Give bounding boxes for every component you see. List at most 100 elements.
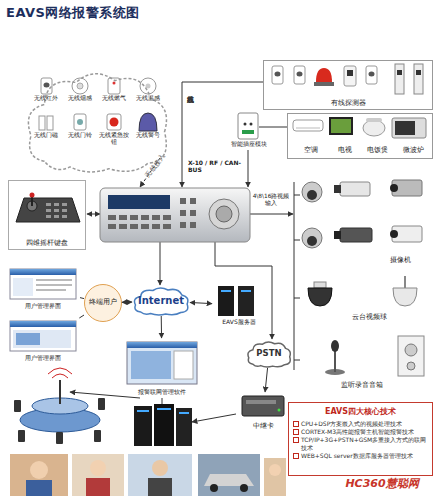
- smart-outlet: [244, 123, 247, 126]
- wireless-icons: [41, 78, 52, 94]
- alarm-host: [119, 224, 127, 229]
- keyboard: [30, 193, 35, 198]
- connector: [122, 302, 132, 303]
- check-box: [293, 453, 299, 459]
- core-item: TCP/IP+3G+PSTN+GSM多重接入方式的联网技术: [293, 436, 428, 450]
- device-label: 云台视频球: [338, 314, 400, 321]
- ui-screen-box: 用户管理界面: [6, 318, 80, 364]
- ptz-domes: [314, 282, 326, 288]
- wired-detectors: [272, 66, 283, 84]
- trunk-card-device: [242, 396, 284, 416]
- wired-detectors: [272, 64, 423, 94]
- trunk-card-device: [246, 400, 276, 404]
- mobile-tower: [14, 398, 105, 444]
- photo-strip: [72, 454, 124, 496]
- cameras: [307, 190, 317, 200]
- photo-strip: [152, 460, 168, 476]
- cameras: [390, 184, 398, 192]
- audio-devices: [407, 362, 415, 370]
- alarm-host: [100, 188, 250, 242]
- keyboard: [54, 209, 59, 212]
- node-text: 无线温感: [131, 95, 165, 102]
- appliances: [329, 117, 353, 135]
- wireless-icons: [74, 114, 86, 130]
- smart-outlet: [238, 113, 258, 139]
- ptz-domes: [404, 276, 406, 288]
- core-heading: EAVS四大核心技术: [293, 406, 428, 417]
- wired-detectors: [275, 72, 281, 77]
- user-ui-screens: [36, 284, 72, 286]
- pstn-cloud: PSTN: [246, 340, 292, 368]
- device-label: 智能插座模块: [223, 141, 275, 148]
- photo-strip: [264, 458, 286, 496]
- photo-strip: [86, 478, 110, 496]
- wireless-icons: [110, 118, 119, 127]
- node-text: 无线警号: [131, 132, 165, 139]
- detector-box: 有线探测器: [263, 60, 433, 110]
- wireless-icons: [77, 119, 83, 125]
- keyboard: [16, 198, 80, 222]
- alarm-host: [190, 198, 196, 204]
- keyboard: [54, 203, 59, 206]
- core-item-text: CPU+DSP方案嵌入式的视频处理技术: [301, 420, 402, 427]
- wireless-icons: [47, 116, 53, 130]
- trunk-card-box: 中继卡: [236, 392, 290, 432]
- software-screen: [127, 342, 197, 384]
- wireless-icons: [77, 83, 83, 89]
- appliances: [366, 118, 382, 122]
- device-label: 监听录音音箱: [326, 382, 398, 389]
- wired-detectors: [414, 64, 423, 94]
- wireless-icons: [139, 113, 157, 131]
- appliances: [392, 118, 426, 138]
- keyboard: [46, 203, 51, 206]
- node-text: 微波炉: [396, 147, 430, 154]
- wired-detectors: [297, 72, 303, 77]
- keyboard: [62, 203, 67, 206]
- user-ui-screens: [36, 289, 66, 291]
- alarm-host: [152, 215, 160, 220]
- wireless-icons: [72, 78, 88, 94]
- access-label: 无线接入: [141, 148, 172, 184]
- alarm-host: [163, 215, 171, 220]
- alarm-host: [108, 195, 170, 209]
- node-text: 有线探测器: [331, 99, 366, 107]
- photo-strip: [210, 484, 218, 492]
- wired-detectors: [347, 70, 353, 76]
- wire-lines: [294, 240, 300, 241]
- audio-devices: [331, 340, 339, 352]
- photo-strip: [198, 454, 260, 496]
- node-text: 中继卡: [253, 423, 274, 430]
- user-ui-screens: [10, 269, 76, 275]
- mobile-tower: [56, 432, 63, 444]
- appliance-box: 空调电视电饭煲微波炉: [287, 113, 433, 159]
- node-text: 无线紧急按钮: [97, 132, 131, 146]
- internet-cloud: Internet: [132, 286, 190, 316]
- end-user-circle: 终端用户: [84, 284, 122, 322]
- software-box: 报警联网管理软件: [122, 338, 202, 398]
- mobile-tower: [14, 368, 105, 444]
- server-tower: [238, 286, 254, 316]
- keyboard: [54, 215, 59, 218]
- alarm-host: [130, 224, 138, 229]
- alarm-host: [130, 215, 138, 220]
- alarm-host: [180, 210, 186, 216]
- wireless-cloud: 无线红外无线烟感无线燃气无线温感无线门磁无线门铃无线紧急按钮无线警号: [22, 66, 172, 176]
- node-text: 报警联网管理软件: [138, 389, 186, 396]
- keyboard: [46, 209, 51, 212]
- ptz-domes: [393, 288, 417, 306]
- wired-detectors: [366, 66, 377, 84]
- check-box: [293, 421, 299, 427]
- ptz-domes: [308, 276, 417, 306]
- wire-lines: [250, 214, 293, 215]
- cameras: [302, 180, 422, 248]
- alarm-host: [209, 199, 239, 229]
- alarm-host: [141, 224, 149, 229]
- connector: [265, 368, 267, 392]
- node-text: 无线红外: [29, 95, 63, 102]
- wire-lines: [215, 242, 272, 339]
- check-box: [293, 437, 299, 443]
- smart-outlet: [238, 113, 258, 139]
- wireless-icons: [39, 78, 157, 131]
- appliances: [293, 120, 323, 131]
- node-text: 电饭煲: [360, 147, 394, 154]
